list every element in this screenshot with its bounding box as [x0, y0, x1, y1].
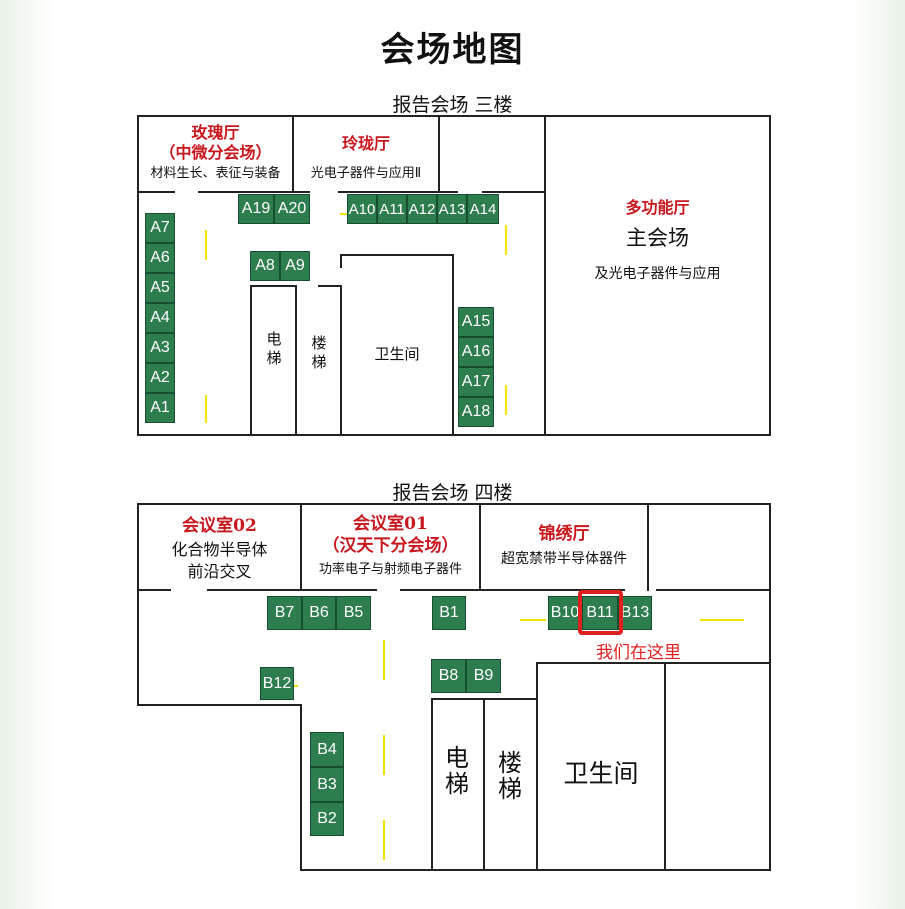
- room-meigui-sub: （中微分会场）: [159, 143, 272, 162]
- booth-A11[interactable]: A11: [377, 194, 407, 224]
- booth-B2[interactable]: B2: [310, 802, 344, 836]
- stairs-4f-label: 楼梯: [498, 749, 522, 804]
- room-duogongneng-name: 多功能厅: [625, 198, 690, 217]
- room-meigui-name: 玫瑰厅: [191, 123, 240, 142]
- booth-A8[interactable]: A8: [250, 251, 280, 281]
- room-jinxiu-name: 锦绣厅: [538, 524, 590, 544]
- booth-B13[interactable]: B13: [618, 596, 652, 630]
- booth-A13[interactable]: A13: [437, 194, 467, 224]
- booth-A1[interactable]: A1: [145, 393, 175, 423]
- booth-B5[interactable]: B5: [336, 596, 371, 630]
- booth-A15[interactable]: A15: [458, 307, 494, 337]
- booth-A20[interactable]: A20: [274, 194, 310, 224]
- booth-A18[interactable]: A18: [458, 397, 494, 427]
- room-meigui-topic: 材料生长、表征与装备: [150, 166, 281, 181]
- restroom-3f-label: 卫生间: [374, 345, 420, 363]
- booth-A16[interactable]: A16: [458, 337, 494, 367]
- floor4-heading: 报告会场 四楼: [392, 482, 513, 504]
- booth-A9[interactable]: A9: [280, 251, 310, 281]
- room-linglong-name: 玲珑厅: [341, 134, 390, 153]
- elevator-3f-label: 电梯: [266, 330, 282, 367]
- booth-A14[interactable]: A14: [467, 194, 499, 224]
- room-01-sub: （汉天下分会场）: [322, 536, 459, 556]
- booth-B9[interactable]: B9: [466, 659, 501, 693]
- booth-A4[interactable]: A4: [145, 303, 175, 333]
- booth-A12[interactable]: A12: [407, 194, 437, 224]
- booth-B6[interactable]: B6: [302, 596, 336, 630]
- booth-A7[interactable]: A7: [145, 213, 175, 243]
- room-main-hall: 主会场: [626, 226, 689, 250]
- room-01-topic: 功率电子与射频电子器件: [318, 562, 462, 577]
- you-are-here-marker: [578, 590, 623, 635]
- room-02-name: 会议室02: [182, 516, 257, 536]
- room-02-topic-2: 前沿交叉: [187, 562, 252, 581]
- booth-A10[interactable]: A10: [347, 194, 377, 224]
- booth-B7[interactable]: B7: [267, 596, 302, 630]
- room-02-topic-1: 化合物半导体: [171, 540, 268, 559]
- page-title: 会场地图: [380, 30, 525, 70]
- booth-B4[interactable]: B4: [310, 732, 344, 767]
- booth-B1[interactable]: B1: [432, 596, 466, 630]
- room-duogongneng-topic: 及光电子器件与应用: [594, 266, 721, 282]
- room-linglong-topic: 光电子器件与应用Ⅱ: [310, 166, 422, 181]
- restroom-4f-label: 卫生间: [563, 759, 639, 788]
- booth-A5[interactable]: A5: [145, 273, 175, 303]
- booth-A19[interactable]: A19: [238, 194, 274, 224]
- booth-A6[interactable]: A6: [145, 243, 175, 273]
- you-are-here-label: 我们在这里: [596, 643, 681, 663]
- booth-A3[interactable]: A3: [145, 333, 175, 363]
- floor3-heading: 报告会场 三楼: [392, 94, 513, 116]
- elevator-4f-label: 电梯: [445, 744, 469, 799]
- booth-B10[interactable]: B10: [548, 596, 582, 630]
- booth-B8[interactable]: B8: [431, 659, 466, 693]
- booth-B11[interactable]: B11: [582, 596, 618, 630]
- stairs-3f-label: 楼梯: [311, 334, 327, 371]
- booth-A17[interactable]: A17: [458, 367, 494, 397]
- booth-A2[interactable]: A2: [145, 363, 175, 393]
- booth-B12[interactable]: B12: [260, 667, 294, 700]
- booth-B3[interactable]: B3: [310, 767, 344, 802]
- room-jinxiu-topic: 超宽禁带半导体器件: [501, 551, 627, 567]
- room-01-name: 会议室01: [353, 514, 428, 534]
